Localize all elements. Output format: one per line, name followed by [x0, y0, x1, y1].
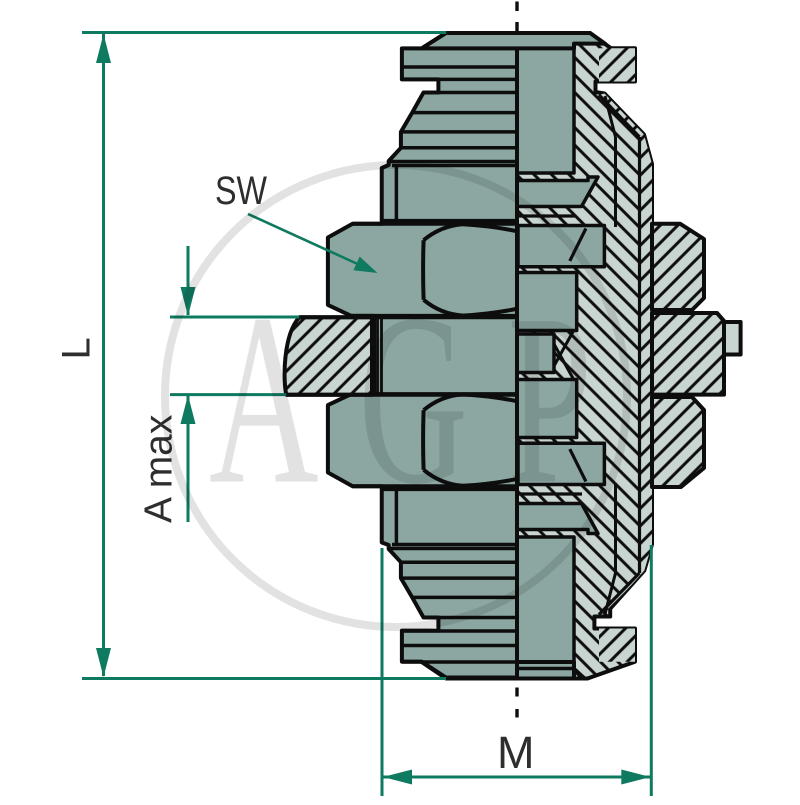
svg-text:AGP: AGP [209, 264, 632, 536]
svg-text:L: L [55, 337, 99, 359]
svg-text:M: M [497, 727, 535, 778]
